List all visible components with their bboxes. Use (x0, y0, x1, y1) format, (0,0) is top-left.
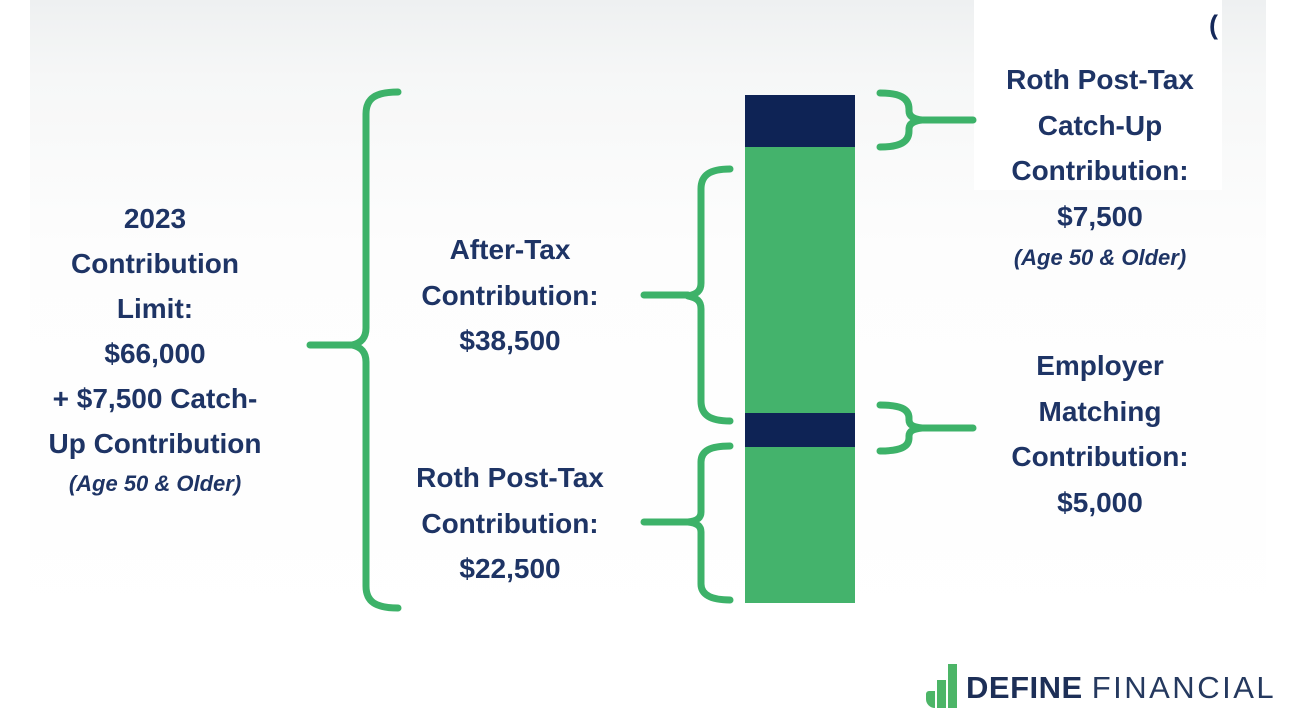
roth-label-line: $22,500 (459, 553, 561, 584)
catch-up-age-note: (Age 50 & Older) (1013, 245, 1187, 270)
roth-post-tax-label: Roth Post-Tax Contribution: $22,500 (395, 455, 625, 592)
logo-text-define: DEFINE (966, 670, 1083, 705)
total-label-line: Up Contribution (48, 428, 262, 459)
top-right-white-box (974, 0, 1222, 190)
logo-bar-small (926, 691, 935, 708)
logo-text-financial: FINANCIAL (1091, 670, 1277, 705)
bar-segment-0 (745, 95, 855, 147)
total-age-note: (Age 50 & Older) (68, 471, 242, 496)
total-label-line: Contribution (71, 248, 239, 279)
brace-after-tax (640, 165, 734, 425)
bar-chart-icon (926, 664, 957, 708)
roth-label-line: Contribution: (421, 507, 599, 539)
logo-bar-medium (937, 680, 946, 708)
catch-up-label-line: Roth Post-Tax (1006, 64, 1194, 95)
brace-employer-path (876, 401, 926, 455)
catch-up-label: Roth Post-Tax Catch-Up Contribution: $7,… (980, 57, 1220, 277)
after-tax-label: After-Tax Contribution: $38,500 (395, 227, 625, 364)
brace-employer (876, 401, 977, 455)
bar-segment-1 (745, 146, 855, 413)
total-contribution-label: 2023 Contribution Limit: $66,000 + $7,50… (5, 196, 305, 502)
brace-catch-up-path (876, 89, 926, 151)
brace-total-path (348, 88, 402, 612)
brace-total (306, 88, 402, 612)
roth-label-line: Roth Post-Tax (416, 462, 604, 493)
catch-up-label-line: Contribution: (1011, 155, 1189, 186)
after-tax-label-line: After-Tax (449, 234, 571, 265)
brace-after-tax-path (684, 165, 734, 425)
catch-up-label-line: $7,500 (1057, 200, 1143, 232)
stray-paren-glyph: ( (1209, 10, 1218, 40)
total-label-line: Limit: (116, 293, 194, 324)
after-tax-label-line: $38,500 (459, 325, 561, 356)
total-label-line: $66,000 (104, 338, 206, 369)
employer-label-line: Employer (1036, 350, 1164, 381)
brace-roth-path (684, 442, 734, 604)
logo-bar-tall (948, 664, 957, 708)
total-label-line: + $7,500 Catch- (52, 383, 258, 414)
brace-roth (640, 442, 734, 604)
define-financial-logo: DEFINE FINANCIAL (926, 662, 1276, 708)
brace-catch-up (876, 89, 977, 151)
employer-label-line: Contribution: (1011, 441, 1189, 472)
after-tax-label-line: Contribution: (421, 279, 599, 311)
stacked-bar (745, 95, 855, 603)
total-label-line: 2023 (123, 203, 187, 234)
employer-label-line: Matching (1038, 395, 1162, 427)
bar-segment-2 (745, 412, 855, 448)
employer-matching-label: Employer Matching Contribution: $5,000 (980, 343, 1220, 525)
catch-up-label-line: Catch-Up (1037, 109, 1163, 141)
bar-segment-3 (745, 447, 855, 603)
employer-label-line: $5,000 (1057, 486, 1143, 518)
